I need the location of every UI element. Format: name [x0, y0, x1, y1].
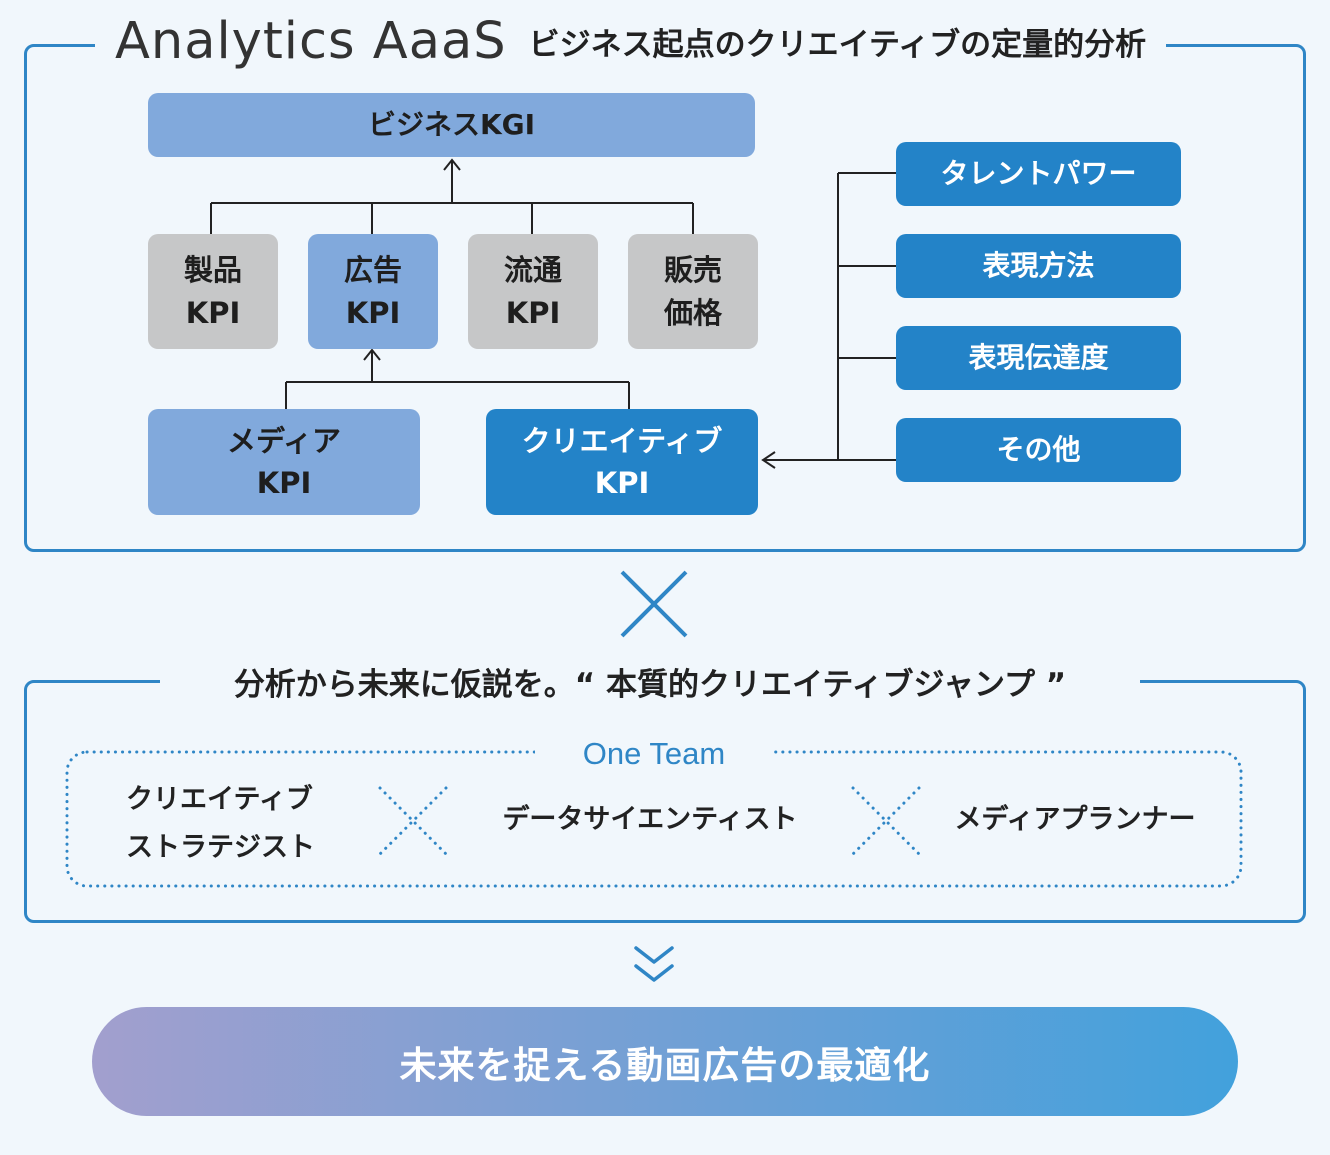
kpi-box-price: 販売 価格 — [628, 234, 758, 349]
kgi-box: ビジネスKGI — [148, 93, 755, 157]
brand-name: Analytics AaaS — [115, 11, 507, 71]
dotted-multiply-icon — [378, 786, 448, 856]
section2-title-wrap: 分析から未来に仮説を。“ 本質的クリエイティブジャンプ ” — [160, 658, 1140, 704]
factor-box-talent: タレントパワー — [896, 142, 1181, 206]
factor-box-expression-method: 表現方法 — [896, 234, 1181, 298]
kpi-box-distribution: 流通 KPI — [468, 234, 598, 349]
role-media-planner: メディアプランナー — [954, 804, 1196, 835]
factors-connector — [761, 172, 898, 469]
panel-header: Analytics AaaS ビジネス起点のクリエイティブの定量的分析 — [95, 10, 1167, 72]
role-creative-strategist: クリエイティブ ストラテジスト — [126, 784, 315, 863]
factor-box-expression-delivery: 表現伝達度 — [896, 326, 1181, 390]
result-pill-bg — [92, 1007, 1238, 1116]
media-kpi-box: メディア KPI — [148, 409, 420, 515]
one-team-label: One Team — [582, 736, 726, 771]
sub-kpi-bracket-connector — [285, 348, 630, 409]
kpi-box-advertising: 広告 KPI — [308, 234, 438, 349]
tagline: ビジネス起点のクリエイティブの定量的分析 — [528, 26, 1147, 63]
multiply-icon — [620, 570, 688, 638]
creative-kpi-box: クリエイティブ KPI — [486, 409, 758, 515]
kpi-box-product: 製品 KPI — [148, 234, 278, 349]
role-data-scientist: データサイエンティスト — [502, 804, 798, 835]
section2-title: 分析から未来に仮説を。“ 本質的クリエイティブジャンプ ” — [233, 666, 1067, 703]
one-team-label-wrap: One Team — [535, 734, 773, 774]
factor-box-other: その他 — [896, 418, 1181, 482]
kpi-bracket-connector — [210, 158, 694, 234]
dotted-multiply-icon — [851, 786, 921, 856]
double-chevron-down-icon — [634, 946, 674, 982]
result-label: 未来を捉える動画広告の最適化 — [399, 1043, 931, 1087]
